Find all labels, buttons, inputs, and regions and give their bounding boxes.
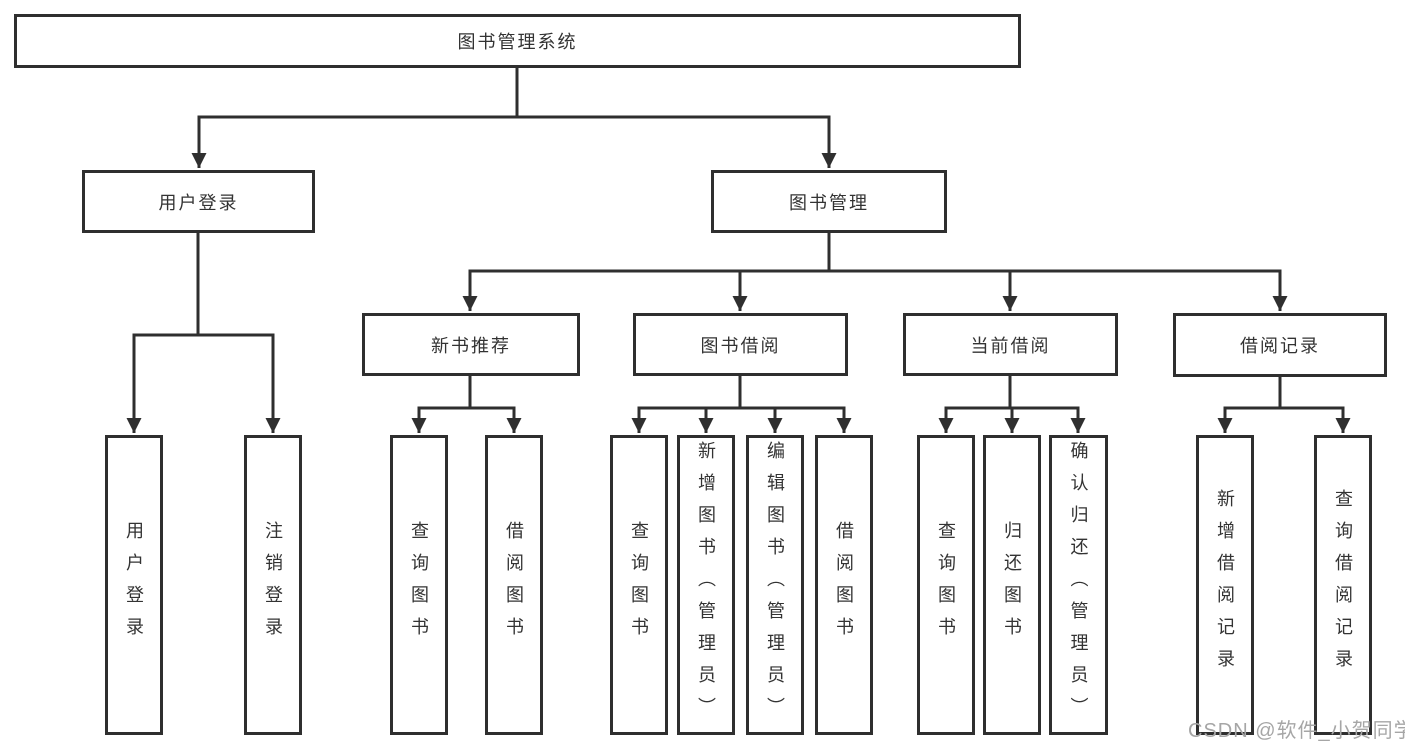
node-label: 借阅图书 [504, 521, 524, 649]
node-label: 查询借阅记录 [1333, 489, 1353, 681]
leaf-recommend-borrow-books: 借阅图书 [485, 435, 543, 735]
node-label: 图书借阅 [700, 335, 781, 356]
leaf-add-books-admin: 新增图书（管理员） [677, 435, 735, 735]
leaf-user-login: 用户登录 [105, 435, 163, 735]
node-user-login: 用户登录 [82, 170, 315, 233]
node-book-borrow: 图书借阅 [633, 313, 848, 376]
node-label: 查询图书 [629, 521, 649, 649]
node-label: 新增图书（管理员） [696, 441, 716, 729]
node-label: 查询图书 [936, 521, 956, 649]
leaf-current-query-books: 查询图书 [917, 435, 975, 735]
node-label: 注销登录 [263, 521, 283, 649]
node-new-book-recommend: 新书推荐 [362, 313, 580, 376]
node-label: 编辑图书（管理员） [765, 441, 785, 729]
node-borrow-records: 借阅记录 [1173, 313, 1387, 377]
node-current-borrow: 当前借阅 [903, 313, 1118, 376]
node-label: 图书管理 [789, 192, 869, 213]
leaf-logout: 注销登录 [244, 435, 302, 735]
leaf-edit-books-admin: 编辑图书（管理员） [746, 435, 804, 735]
node-label: 借阅图书 [834, 521, 854, 649]
node-book-management: 图书管理 [711, 170, 947, 233]
node-label: 归还图书 [1002, 521, 1022, 649]
watermark: CSDN @软件_小贺同学 [1188, 720, 1405, 742]
leaf-borrow-query-books: 查询图书 [610, 435, 668, 735]
node-label: 用户登录 [158, 192, 239, 213]
node-library-management-system: 图书管理系统 [14, 14, 1021, 68]
node-label: 借阅记录 [1240, 336, 1320, 356]
node-label: 当前借阅 [970, 335, 1051, 356]
node-label: 新书推荐 [431, 335, 511, 356]
leaf-recommend-query-books: 查询图书 [390, 435, 448, 735]
node-label: 确认归还（管理员） [1068, 441, 1089, 729]
node-label: 图书管理系统 [457, 32, 578, 52]
node-label: 用户登录 [124, 521, 144, 649]
node-label: 新增借阅记录 [1215, 489, 1235, 681]
leaf-borrow-books: 借阅图书 [815, 435, 873, 735]
leaf-query-borrow-record: 查询借阅记录 [1314, 435, 1372, 735]
leaf-confirm-return-admin: 确认归还（管理员） [1049, 435, 1108, 735]
leaf-add-borrow-record: 新增借阅记录 [1196, 435, 1254, 735]
leaf-return-books: 归还图书 [983, 435, 1041, 735]
node-label: 查询图书 [409, 521, 429, 649]
